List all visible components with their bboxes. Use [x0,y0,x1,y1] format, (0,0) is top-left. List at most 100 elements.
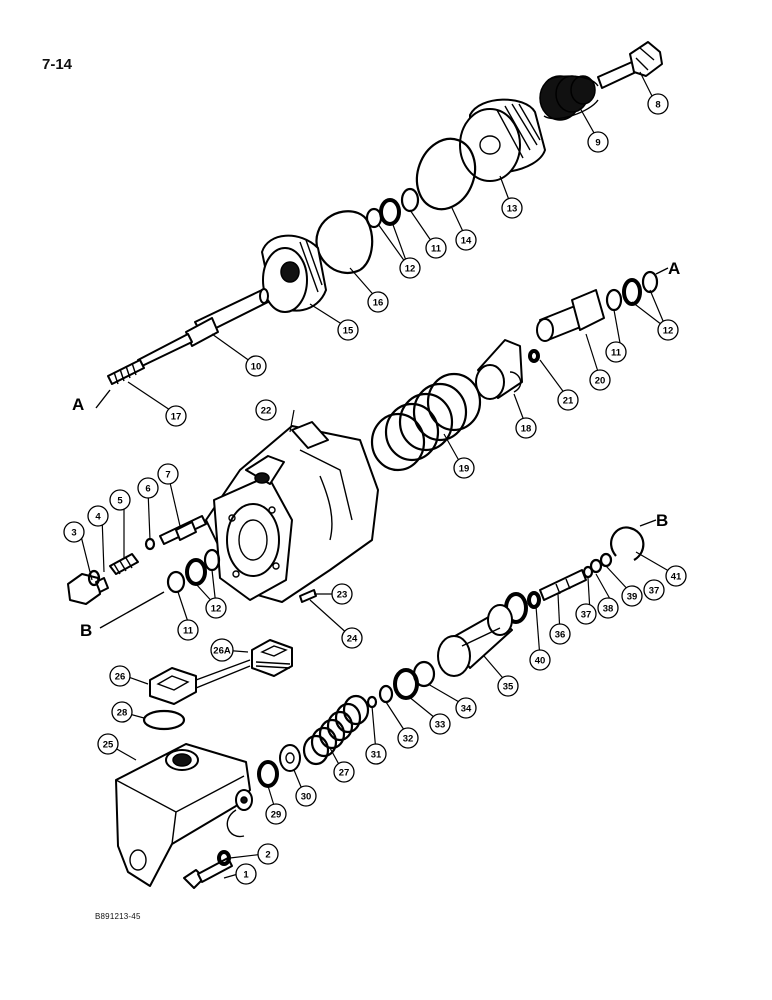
callout-label: 1 [243,870,249,881]
callout-label: 37 [581,610,592,621]
section-line-b-left [99,591,165,629]
section-letter-a-left: A [72,395,84,414]
callout-1: 1 [235,863,257,885]
part-drawings [67,41,669,889]
callout-label: 38 [603,604,614,615]
callout-label: 4 [95,512,101,523]
callout-26: 26 [109,665,131,687]
part-25-reservoir [115,743,253,887]
part-2-washer [217,850,231,866]
callout-37: 37 [643,579,665,601]
callout-12: 12 [657,319,679,341]
callout-22: 22 [255,399,277,421]
callout-15: 15 [337,319,359,341]
callout-label: 12 [663,326,674,337]
part-17-threaded-end [107,359,145,385]
part-23-24-pin [299,589,317,603]
callout-21: 21 [557,389,579,411]
callout-27: 27 [333,761,355,783]
part-9-boot [539,75,599,121]
callout-label: 25 [103,740,114,751]
callout-18: 18 [515,417,537,439]
callout-11: 11 [605,341,627,363]
callout-38: 38 [597,597,619,619]
part-4-washer [87,569,101,587]
callout-label: 12 [211,604,222,615]
callout-25: 25 [97,733,119,755]
part-28-gasket [142,709,186,731]
callout-35: 35 [497,675,519,697]
callout-label: 22 [261,406,272,417]
section-letters: A A B B [72,259,680,640]
part-16-snap-ring [315,210,374,274]
callout-label: 9 [595,138,600,149]
callout-label: 11 [183,626,194,637]
part-11-12-right-seals [605,270,659,312]
callout-16: 16 [367,291,389,313]
callout-label: 36 [555,630,566,641]
part-15-piston [261,234,327,313]
callout-9: 9 [587,131,609,153]
callout-label: 23 [337,590,348,601]
callout-label: 19 [459,464,470,475]
part-30-cup [279,744,301,772]
callout-label: 28 [117,708,128,719]
callout-24: 24 [341,627,363,649]
callout-label: 2 [265,850,270,861]
callout-label: 20 [595,376,606,387]
part-13-end-cap [459,98,546,182]
callout-label: 33 [435,720,446,731]
callout-33: 33 [429,713,451,735]
part-7-valve [159,515,207,545]
part-41-snap-ring [610,526,645,561]
callout-label: 30 [301,792,312,803]
callout-7: 7 [157,463,179,485]
callout-label: 17 [171,412,182,423]
part-31-34-washers [366,660,436,709]
part-20-plunger [536,289,605,342]
callout-leader-26-26a [195,659,251,689]
callout-20: 20 [589,369,611,391]
callout-11: 11 [177,619,199,641]
part-11-12-upper-seals [365,187,420,229]
part-36-40-small-piston [504,552,613,624]
part-26a-cap [251,639,293,677]
callout-label: 11 [611,348,622,359]
callout-label: 7 [165,470,170,481]
part-21-clip [528,349,540,363]
callout-label: 18 [521,424,532,435]
part-10-rod [137,288,269,367]
callout-label: 27 [339,768,350,779]
callout-label: 24 [347,634,358,645]
callout-32: 32 [397,727,419,749]
callout-2: 2 [257,843,279,865]
callout-29: 29 [265,803,287,825]
callout-5: 5 [109,489,131,511]
callout-41: 41 [665,565,687,587]
part-5-spring [109,553,139,575]
callout-label: 14 [461,236,472,247]
callout-11: 11 [425,237,447,259]
callout-40: 40 [529,649,551,671]
callout-label: 34 [461,704,472,715]
part-11-12-left-seals [166,548,221,594]
callout-17: 17 [165,405,187,427]
callout-label: 37 [649,586,660,597]
callout-28: 28 [111,701,133,723]
callout-label: 32 [403,734,414,745]
callout-37: 37 [575,603,597,625]
callout-label: 40 [535,656,546,667]
callout-label: 3 [71,528,76,539]
callout-8: 8 [647,93,669,115]
callout-label: 26 [115,672,126,683]
callout-label: 35 [503,682,514,693]
callout-label: 31 [371,750,382,761]
callout-30: 30 [295,785,317,807]
section-letter-b-right: B [656,511,668,530]
section-line-b-right [639,519,657,527]
callout-12: 12 [399,257,421,279]
part-14-o-ring [415,137,477,211]
part-27-spring [302,694,370,766]
callout-label: 12 [405,264,416,275]
